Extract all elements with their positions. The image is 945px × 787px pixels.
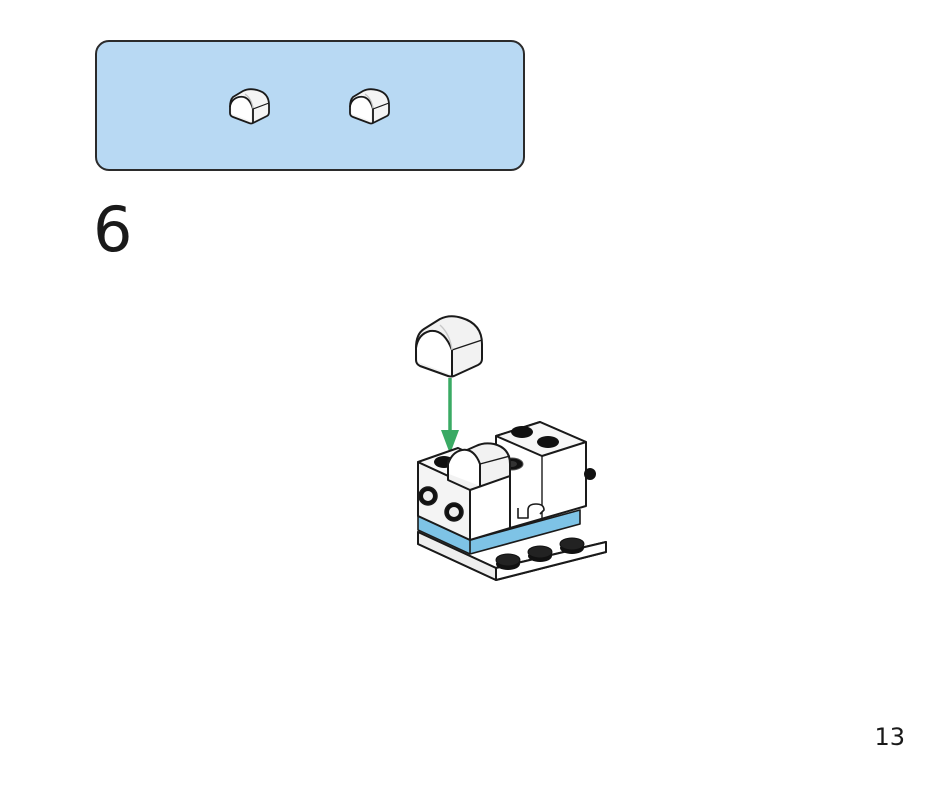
plate-studs xyxy=(495,537,585,570)
parts-callout-panel xyxy=(95,40,525,171)
curved-slope-brick-icon xyxy=(447,442,511,491)
curved-slope-brick-icon xyxy=(415,315,483,378)
build-step-illustration xyxy=(415,315,607,581)
curved-slope-brick-icon xyxy=(349,88,390,125)
page-number: 13 xyxy=(874,723,905,751)
curved-slope-brick-icon xyxy=(229,88,270,125)
placement-arrow xyxy=(441,378,459,454)
step-number: 6 xyxy=(93,193,133,266)
